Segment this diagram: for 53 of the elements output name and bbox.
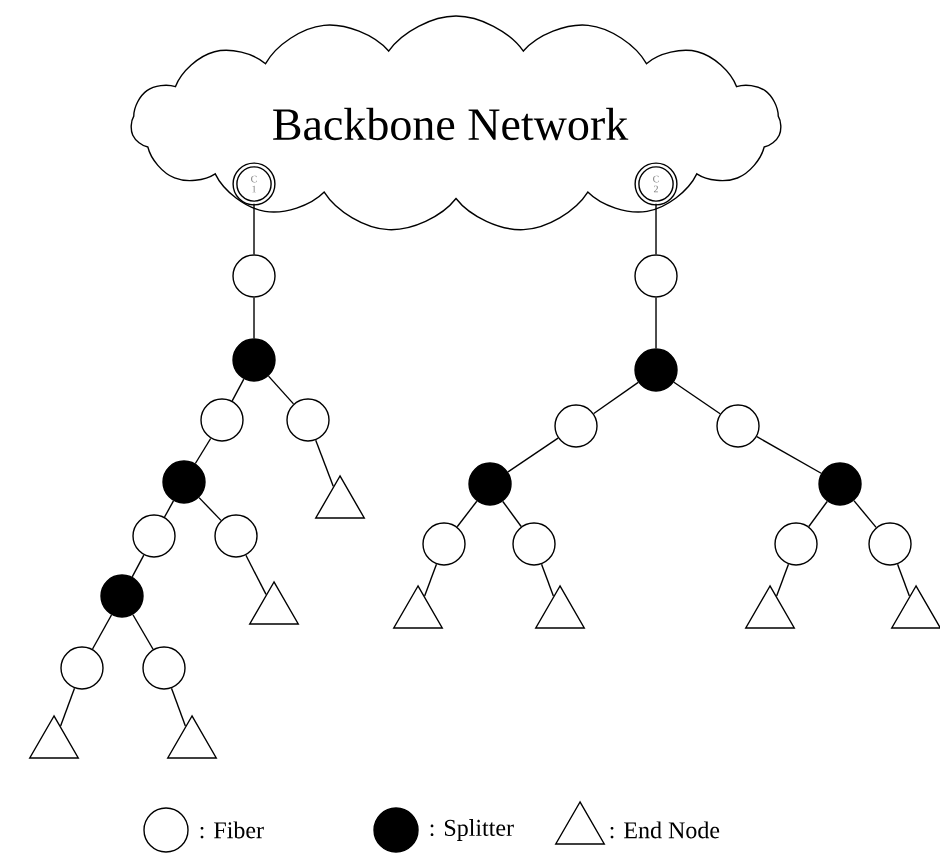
connector-line bbox=[132, 614, 154, 650]
connector-line bbox=[131, 554, 145, 578]
fiber-circle bbox=[774, 522, 818, 566]
connector-line bbox=[231, 378, 245, 402]
connector-line bbox=[194, 437, 212, 465]
splitter-dot bbox=[818, 462, 862, 506]
splitter-dot bbox=[634, 348, 678, 392]
fiber-circle bbox=[142, 646, 186, 690]
connector-line bbox=[540, 563, 555, 597]
connector-line bbox=[853, 499, 877, 529]
splitter-dot bbox=[162, 460, 206, 504]
fiber-circle bbox=[554, 404, 598, 448]
connector-line bbox=[423, 563, 438, 597]
connector-line bbox=[655, 203, 657, 255]
fiber-circle bbox=[286, 398, 330, 442]
connector-line bbox=[456, 500, 478, 528]
connector-line bbox=[593, 381, 639, 415]
connector-line bbox=[59, 687, 76, 727]
connector-line bbox=[253, 203, 255, 255]
splitter-dot bbox=[468, 462, 512, 506]
fiber-circle bbox=[60, 646, 104, 690]
connector-line bbox=[315, 439, 334, 487]
connector-line bbox=[896, 563, 911, 597]
connector-line bbox=[170, 687, 187, 727]
fiber-circle bbox=[232, 254, 276, 298]
legend-label: : Splitter bbox=[430, 819, 514, 841]
connector-line bbox=[756, 436, 822, 474]
fiber-circle bbox=[716, 404, 760, 448]
connector-line bbox=[808, 500, 828, 528]
legend-label: : End Node bbox=[610, 821, 720, 839]
connector-line bbox=[655, 297, 657, 349]
fiber-circle bbox=[868, 522, 912, 566]
connector-line bbox=[502, 500, 522, 528]
connector-line bbox=[253, 297, 255, 339]
connector-line bbox=[507, 437, 559, 473]
legend-label: : Fiber bbox=[200, 821, 264, 839]
connector-line bbox=[673, 381, 721, 415]
fiber-circle bbox=[214, 514, 258, 558]
connector-line bbox=[245, 554, 267, 596]
fiber-circle bbox=[634, 254, 678, 298]
connector-line bbox=[91, 614, 113, 650]
fiber-circle bbox=[512, 522, 556, 566]
fiber-circle bbox=[132, 514, 176, 558]
fiber-circle bbox=[422, 522, 466, 566]
splitter-dot bbox=[232, 338, 276, 382]
splitter-dot bbox=[100, 574, 144, 618]
cloud-shape bbox=[130, 15, 782, 231]
connector-line bbox=[198, 496, 222, 522]
fiber-circle bbox=[200, 398, 244, 442]
connector-line bbox=[267, 375, 295, 405]
connector-line bbox=[775, 563, 790, 597]
connector-line bbox=[163, 500, 175, 518]
cloud-label: Backbone Network bbox=[273, 107, 629, 141]
